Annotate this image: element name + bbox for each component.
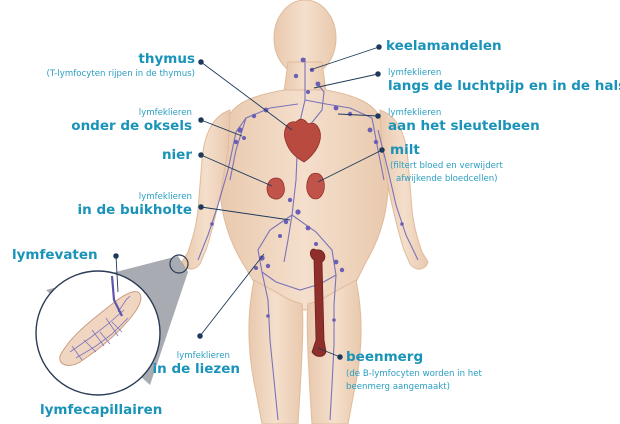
label-buikholte-pre: lymfeklieren [139, 193, 192, 202]
label-beenmerg-note2: beenmerg aangemaakt) [346, 383, 450, 392]
label-sleutelbeen-title: aan het sleutelbeen [388, 120, 540, 134]
label-oksels-title: onder de oksels [71, 120, 192, 134]
label-capillairen-title: lymfecapillairen [40, 404, 162, 418]
label-beenmerg-title: beenmerg [346, 351, 423, 365]
label-liezen-pre: lymfeklieren [177, 352, 230, 361]
label-nier-title: nier [162, 149, 192, 163]
label-oksels-pre: lymfeklieren [139, 109, 192, 118]
label-thymus-title: thymus [138, 53, 195, 67]
label-lymfevaten-title: lymfevaten [12, 249, 98, 263]
label-milt-title: milt [390, 144, 420, 158]
label-sleutelbeen-pre: lymfeklieren [388, 109, 441, 118]
label-luchtpijp-title: langs de luchtpijp en in de hals [388, 80, 620, 94]
label-milt-note2: afwijkende bloedcellen) [396, 175, 498, 184]
kidney-organ [267, 178, 284, 199]
label-keel-title: keelamandelen [386, 40, 502, 54]
label-buikholte-title: in de buikholte [78, 204, 192, 218]
label-luchtpijp-pre: lymfeklieren [388, 69, 441, 78]
label-milt-note1: (filtert bloed en verwijdert [390, 162, 503, 171]
label-liezen-title: in de liezen [153, 363, 241, 377]
label-thymus-note: (T-lymfocyten rijpen in de thymus) [46, 70, 195, 79]
spleen-organ [307, 173, 325, 199]
label-beenmerg-note1: (de B-lymfocyten worden in het [346, 370, 482, 379]
